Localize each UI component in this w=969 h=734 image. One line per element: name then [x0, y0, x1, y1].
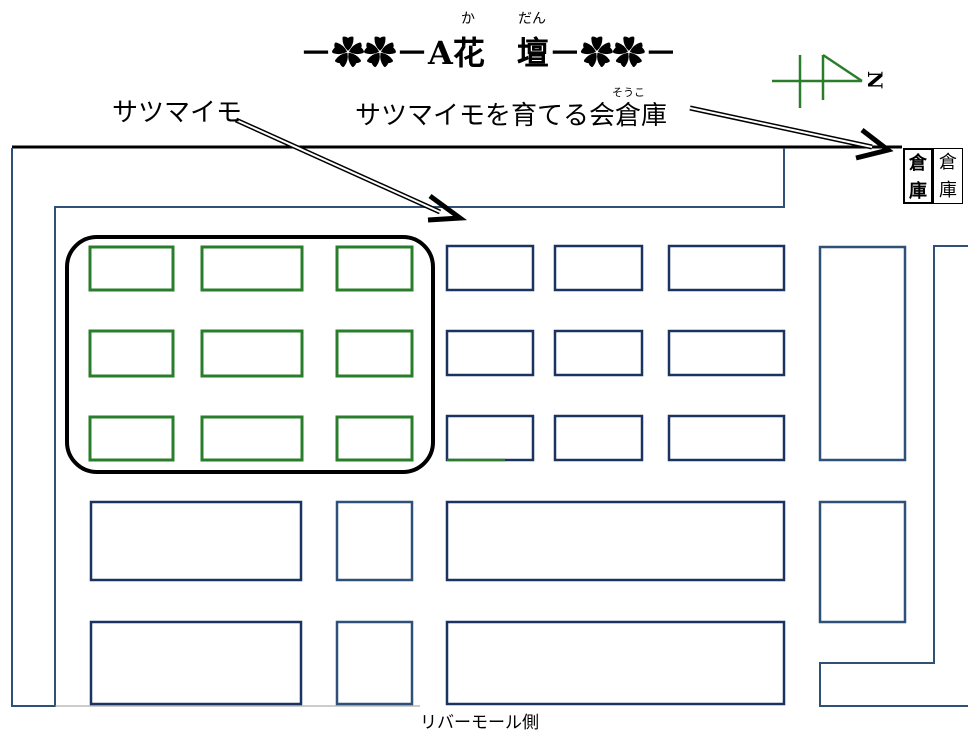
bed: [89, 500, 303, 582]
title-ruby-dan: だん: [518, 11, 546, 27]
shed-box-1: 倉 庫: [903, 148, 933, 204]
title-text: A花 壇: [428, 34, 549, 72]
green-bed: [335, 245, 414, 292]
shed-box-2: 倉 庫: [933, 148, 963, 204]
green-bed: [88, 329, 175, 378]
flower-beds: [89, 244, 786, 706]
bed: [553, 414, 644, 462]
bed: [445, 329, 535, 377]
path-outline-right: [819, 245, 968, 707]
arrow-to-beds: [234, 117, 468, 223]
shed-1-top: 倉: [909, 153, 927, 174]
sweet-potato-label: サツマイモ: [112, 98, 243, 128]
green-bed: [200, 329, 304, 378]
page-title: －✿✿－A花 壇－✿✿－: [300, 28, 677, 74]
title-ruby-ka: か: [461, 11, 475, 27]
shed-group-label: サツマイモを育てる会倉庫: [355, 101, 668, 131]
arrow-to-shed: [689, 105, 894, 161]
path-outline-outer: [11, 148, 785, 707]
title-prefix: －✿✿－: [300, 34, 429, 72]
title-suffix: －✿✿－: [548, 34, 677, 72]
shed-ruby: そうこ: [612, 86, 645, 99]
bed: [667, 329, 786, 377]
bed: [445, 500, 786, 582]
bed: [335, 620, 414, 706]
green-bed: [200, 415, 304, 462]
north-label: N: [863, 70, 888, 90]
bed: [445, 244, 535, 292]
shed-2-bottom: 庫: [939, 180, 957, 201]
bed: [335, 500, 414, 582]
green-bed: [200, 245, 304, 292]
sweet-potato-area-highlight: [65, 235, 435, 474]
bed: [89, 620, 303, 706]
green-bed: [88, 245, 175, 292]
side-beds: [335, 245, 907, 706]
shed-1-bottom: 庫: [909, 181, 927, 202]
bed: [667, 244, 786, 292]
bed: [818, 500, 907, 624]
green-bed: [88, 415, 175, 462]
bed: [553, 329, 644, 377]
bed: [445, 620, 786, 706]
north-compass-icon: [772, 53, 863, 108]
bed: [818, 245, 907, 462]
bed: [553, 244, 644, 292]
bed: [667, 414, 786, 462]
bed: [445, 414, 535, 462]
green-bed: [335, 329, 414, 378]
river-mall-side-label: リバーモール側: [420, 713, 539, 733]
shed-2-top: 倉: [939, 152, 957, 173]
sweet-potato-beds: [88, 245, 414, 462]
green-bed: [335, 415, 414, 462]
